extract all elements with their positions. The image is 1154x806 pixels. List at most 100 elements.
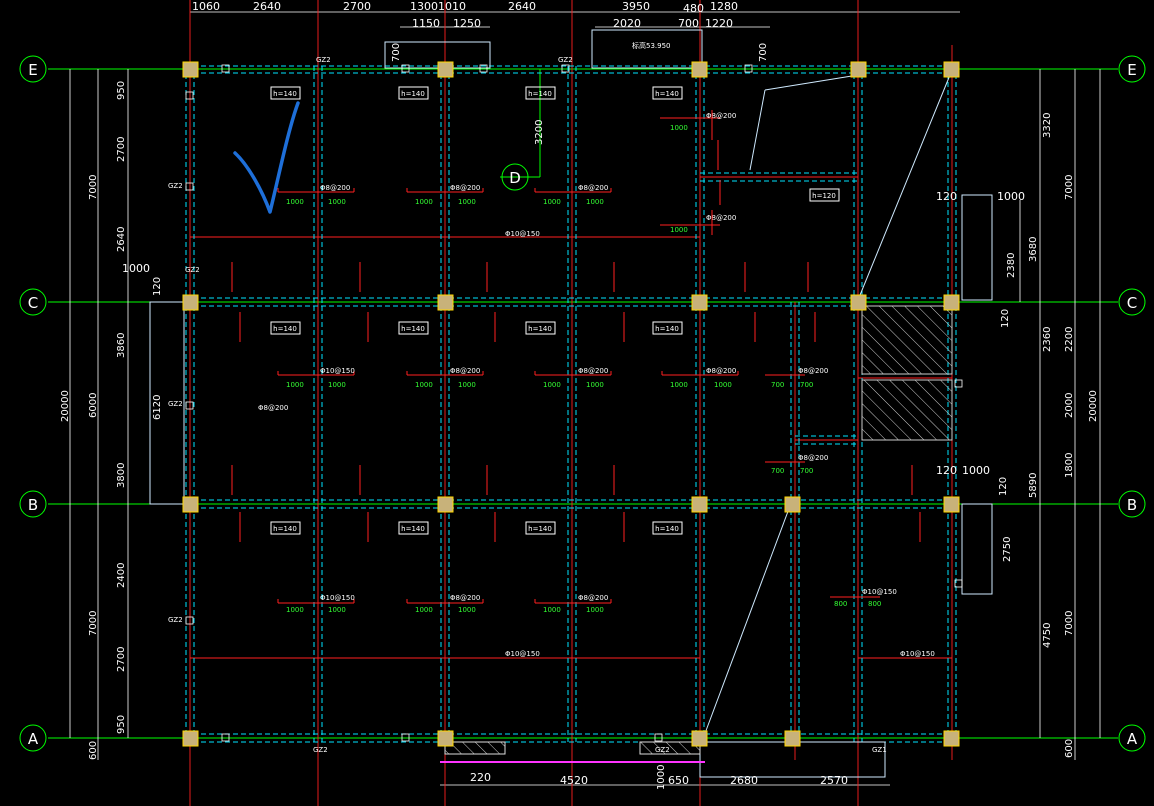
rebar-spec: Φ8@200	[578, 184, 608, 192]
dim-right: 2000	[1064, 393, 1075, 418]
slab-label-text: h=140	[401, 525, 425, 533]
dim-bottom: 4520	[560, 774, 588, 787]
rebar-spec: Φ8@200	[578, 367, 608, 375]
rebar-length: 1000	[714, 381, 732, 389]
dim-right-horizontal: 1000	[997, 190, 1025, 203]
slab-label-text: h=140	[528, 525, 552, 533]
slab-label-text: h=140	[401, 90, 425, 98]
dim-right: 4750	[1042, 623, 1053, 648]
dim-right: 3680	[1028, 237, 1039, 262]
dim-right: 2750	[1002, 537, 1013, 562]
rebar-length: 1000	[286, 381, 304, 389]
dim-top: 3950	[622, 0, 650, 13]
dim-top: 1010	[438, 0, 466, 13]
column-tag: GZ2	[313, 746, 328, 754]
dim-right: 600	[1064, 739, 1075, 758]
dim-left: 6000	[88, 393, 99, 418]
slab-label-text: h=120	[812, 192, 836, 200]
rebar-length: 1000	[586, 606, 604, 614]
rebar-length: 700	[771, 381, 784, 389]
rebar-spec: Φ10@150	[320, 594, 355, 602]
column-tag: GZ2	[558, 56, 573, 64]
dim-right: 7000	[1064, 611, 1075, 636]
dim-left: 2700	[116, 647, 127, 672]
rebar-spec: Φ10@150	[320, 367, 355, 375]
slab-label: h=140	[652, 521, 683, 535]
dim-left: 7000	[88, 175, 99, 200]
rebar-spec: Φ8@200	[706, 367, 736, 375]
rebar-length: 800	[834, 600, 847, 608]
column-tag: GZ2	[168, 182, 183, 190]
dim-top: 480	[683, 2, 704, 15]
rebar-length: 1000	[458, 606, 476, 614]
rebar-length: 1000	[458, 381, 476, 389]
top-dimensions: 1060 2640 2700 1300 1010 2640 3950 480 1…	[192, 0, 769, 145]
dim-left: 3860	[116, 333, 127, 358]
dim-right-horizontal: 120	[936, 464, 957, 477]
small-columns	[185, 64, 963, 742]
dim-bottom: 220	[470, 771, 491, 784]
rebar-length: 1000	[670, 124, 688, 132]
slab-label: h=120	[809, 188, 840, 202]
dim-right: 2360	[1042, 327, 1053, 352]
red-axis-lines	[189, 0, 953, 806]
rebar-main: Φ10@150	[505, 650, 540, 658]
dim-top: 2700	[343, 0, 371, 13]
slab-label-text: h=140	[528, 325, 552, 333]
column-tags: GZ2 GZ2 GZ2 GZ2 GZ2 GZ2 GZ1 GZ2 GZ2	[168, 56, 887, 754]
rebar-spec: Φ8@200	[450, 367, 480, 375]
axis-label-e-right: E	[1127, 61, 1136, 79]
slab-label: h=140	[525, 86, 556, 100]
rebar-length: 1000	[543, 606, 561, 614]
rebar-length: 1000	[458, 198, 476, 206]
rebar-spec: Φ8@200	[798, 454, 828, 462]
columns	[182, 61, 960, 747]
column-tag: GZ2	[316, 56, 331, 64]
rebar-length: 1000	[586, 381, 604, 389]
dim-top: 1060	[192, 0, 220, 13]
rebar-main: Φ10@150	[900, 650, 935, 658]
dim-right-horizontal: 120	[936, 190, 957, 203]
dim-left: 2640	[116, 227, 127, 252]
rebar-length: 1000	[543, 381, 561, 389]
dim-right-total: 20000	[1088, 390, 1099, 422]
column-tag: GZ1	[872, 746, 887, 754]
dim-left: 6120	[152, 395, 163, 420]
rebar-length: 1000	[328, 606, 346, 614]
slab-label-text: h=140	[528, 90, 552, 98]
rebar-length: 1000	[543, 198, 561, 206]
dim-top: 1250	[453, 17, 481, 30]
rebar-marks-horizontal	[277, 117, 880, 604]
dim-right: 3320	[1042, 113, 1053, 138]
slab-label-text: h=140	[273, 325, 297, 333]
rebar-spec: Φ8@200	[798, 367, 828, 375]
axis-label-d: D	[509, 169, 521, 187]
axis-label-b-right: B	[1127, 496, 1137, 514]
rebar-length: 700	[800, 467, 813, 475]
dim-top: 1300	[410, 0, 438, 13]
slab-label-text: h=140	[401, 325, 425, 333]
dim-left: 950	[116, 81, 127, 100]
bottom-dimensions: 220 4520 1000 650 2680 2570	[470, 765, 848, 790]
slab-label-text: h=140	[655, 525, 679, 533]
rebar-spec: Φ8@200	[706, 214, 736, 222]
dim-top: 1280	[710, 0, 738, 13]
elevation-label: 标高53.950	[632, 41, 671, 50]
dim-left-horizontal: 1000	[122, 262, 150, 275]
slab-label: h=140	[652, 86, 683, 100]
rebar-spec: Φ8@200	[578, 594, 608, 602]
slab-label: h=140	[525, 321, 556, 335]
dim-left: 7000	[88, 611, 99, 636]
right-dimensions: 3320 7000 1000 120 3680 2380 120 2360 22…	[936, 113, 1099, 758]
column-tag: GZ2	[168, 400, 183, 408]
rebar-main: Φ10@150	[505, 230, 540, 238]
rebar-spec: Φ8@200	[706, 112, 736, 120]
rebar-length: 1000	[328, 381, 346, 389]
dim-3200: 3200	[534, 120, 545, 145]
dim-left: 2700	[116, 137, 127, 162]
rebar-length: 800	[868, 600, 881, 608]
dim-left: 600	[88, 741, 99, 760]
rebar-length: 1000	[415, 198, 433, 206]
slab-label: h=140	[398, 521, 429, 535]
